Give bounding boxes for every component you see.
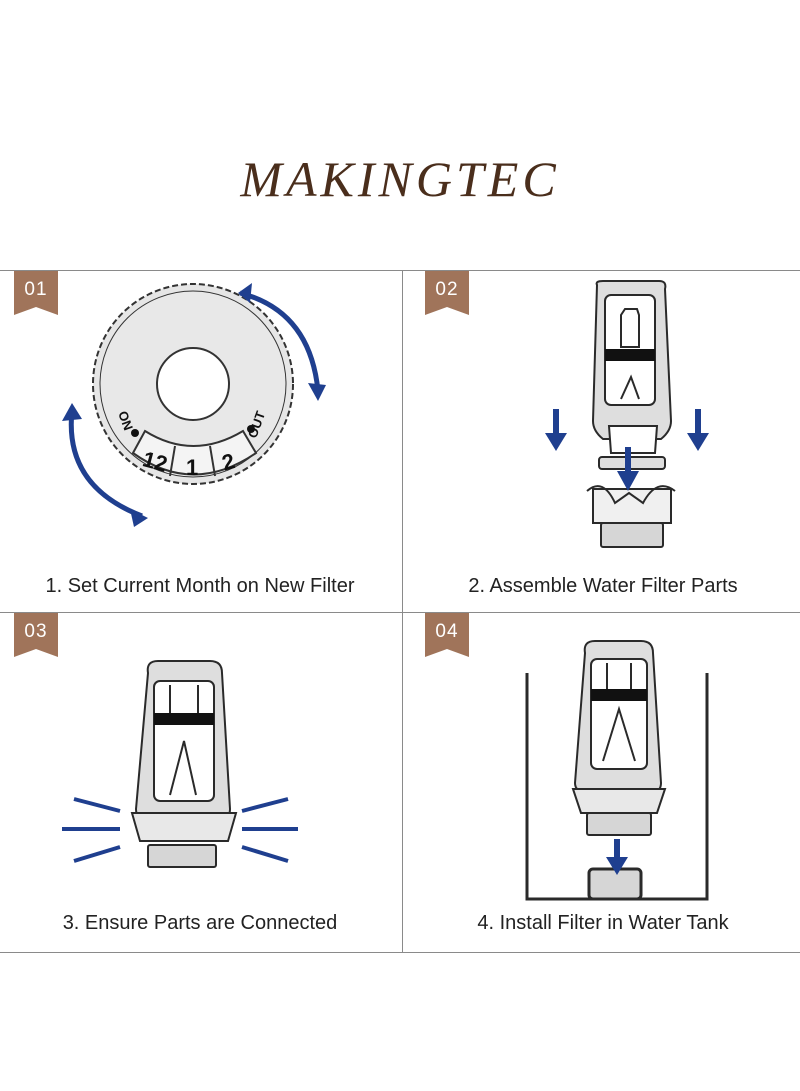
connected-illustration: [62, 660, 298, 868]
step-3-panel: 03 3. Ensure Parts are Connected: [0, 613, 400, 953]
step-caption: 2. Assemble Water Filter Parts: [468, 575, 738, 597]
dial-month-1: 1: [186, 455, 198, 480]
step-badge: 02: [425, 271, 469, 315]
down-arrow-left-icon: [545, 409, 567, 451]
connected-lines-left-icon: [62, 797, 121, 863]
down-arrow-install-icon: [606, 839, 628, 875]
assemble-illustration: [545, 280, 709, 548]
dial-illustration: ON OUT 12 1 2: [62, 283, 326, 527]
rotate-arrow-right-icon: [238, 283, 326, 401]
step-4-panel: 04 4. Install Filter in Water Tank: [403, 613, 800, 953]
divider-vertical: [402, 270, 403, 952]
rotate-arrow-left-icon: [62, 403, 148, 527]
step-badge: 03: [14, 613, 58, 657]
step-1-panel: 01 ON OUT 12 1 2 1. Set Current Month on…: [0, 271, 400, 611]
divider-middle: [0, 612, 800, 613]
divider-bottom: [0, 952, 800, 953]
step-badge: 04: [425, 613, 469, 657]
dial-on-label: ON: [115, 409, 136, 432]
brand-logo: MAKINGTEC: [240, 151, 560, 207]
step-2-panel: 02 2. Assemble Water Filter Parts: [403, 271, 800, 611]
step-badge: 01: [14, 271, 58, 315]
step-caption: 4. Install Filter in Water Tank: [477, 912, 729, 934]
connected-lines-right-icon: [241, 797, 298, 863]
down-arrow-center-icon: [617, 447, 639, 491]
install-illustration: [525, 640, 709, 901]
divider-top: [0, 270, 800, 271]
step-caption: 3. Ensure Parts are Connected: [62, 912, 338, 934]
step-caption: 1. Set Current Month on New Filter: [45, 575, 355, 597]
down-arrow-right-icon: [687, 409, 709, 451]
